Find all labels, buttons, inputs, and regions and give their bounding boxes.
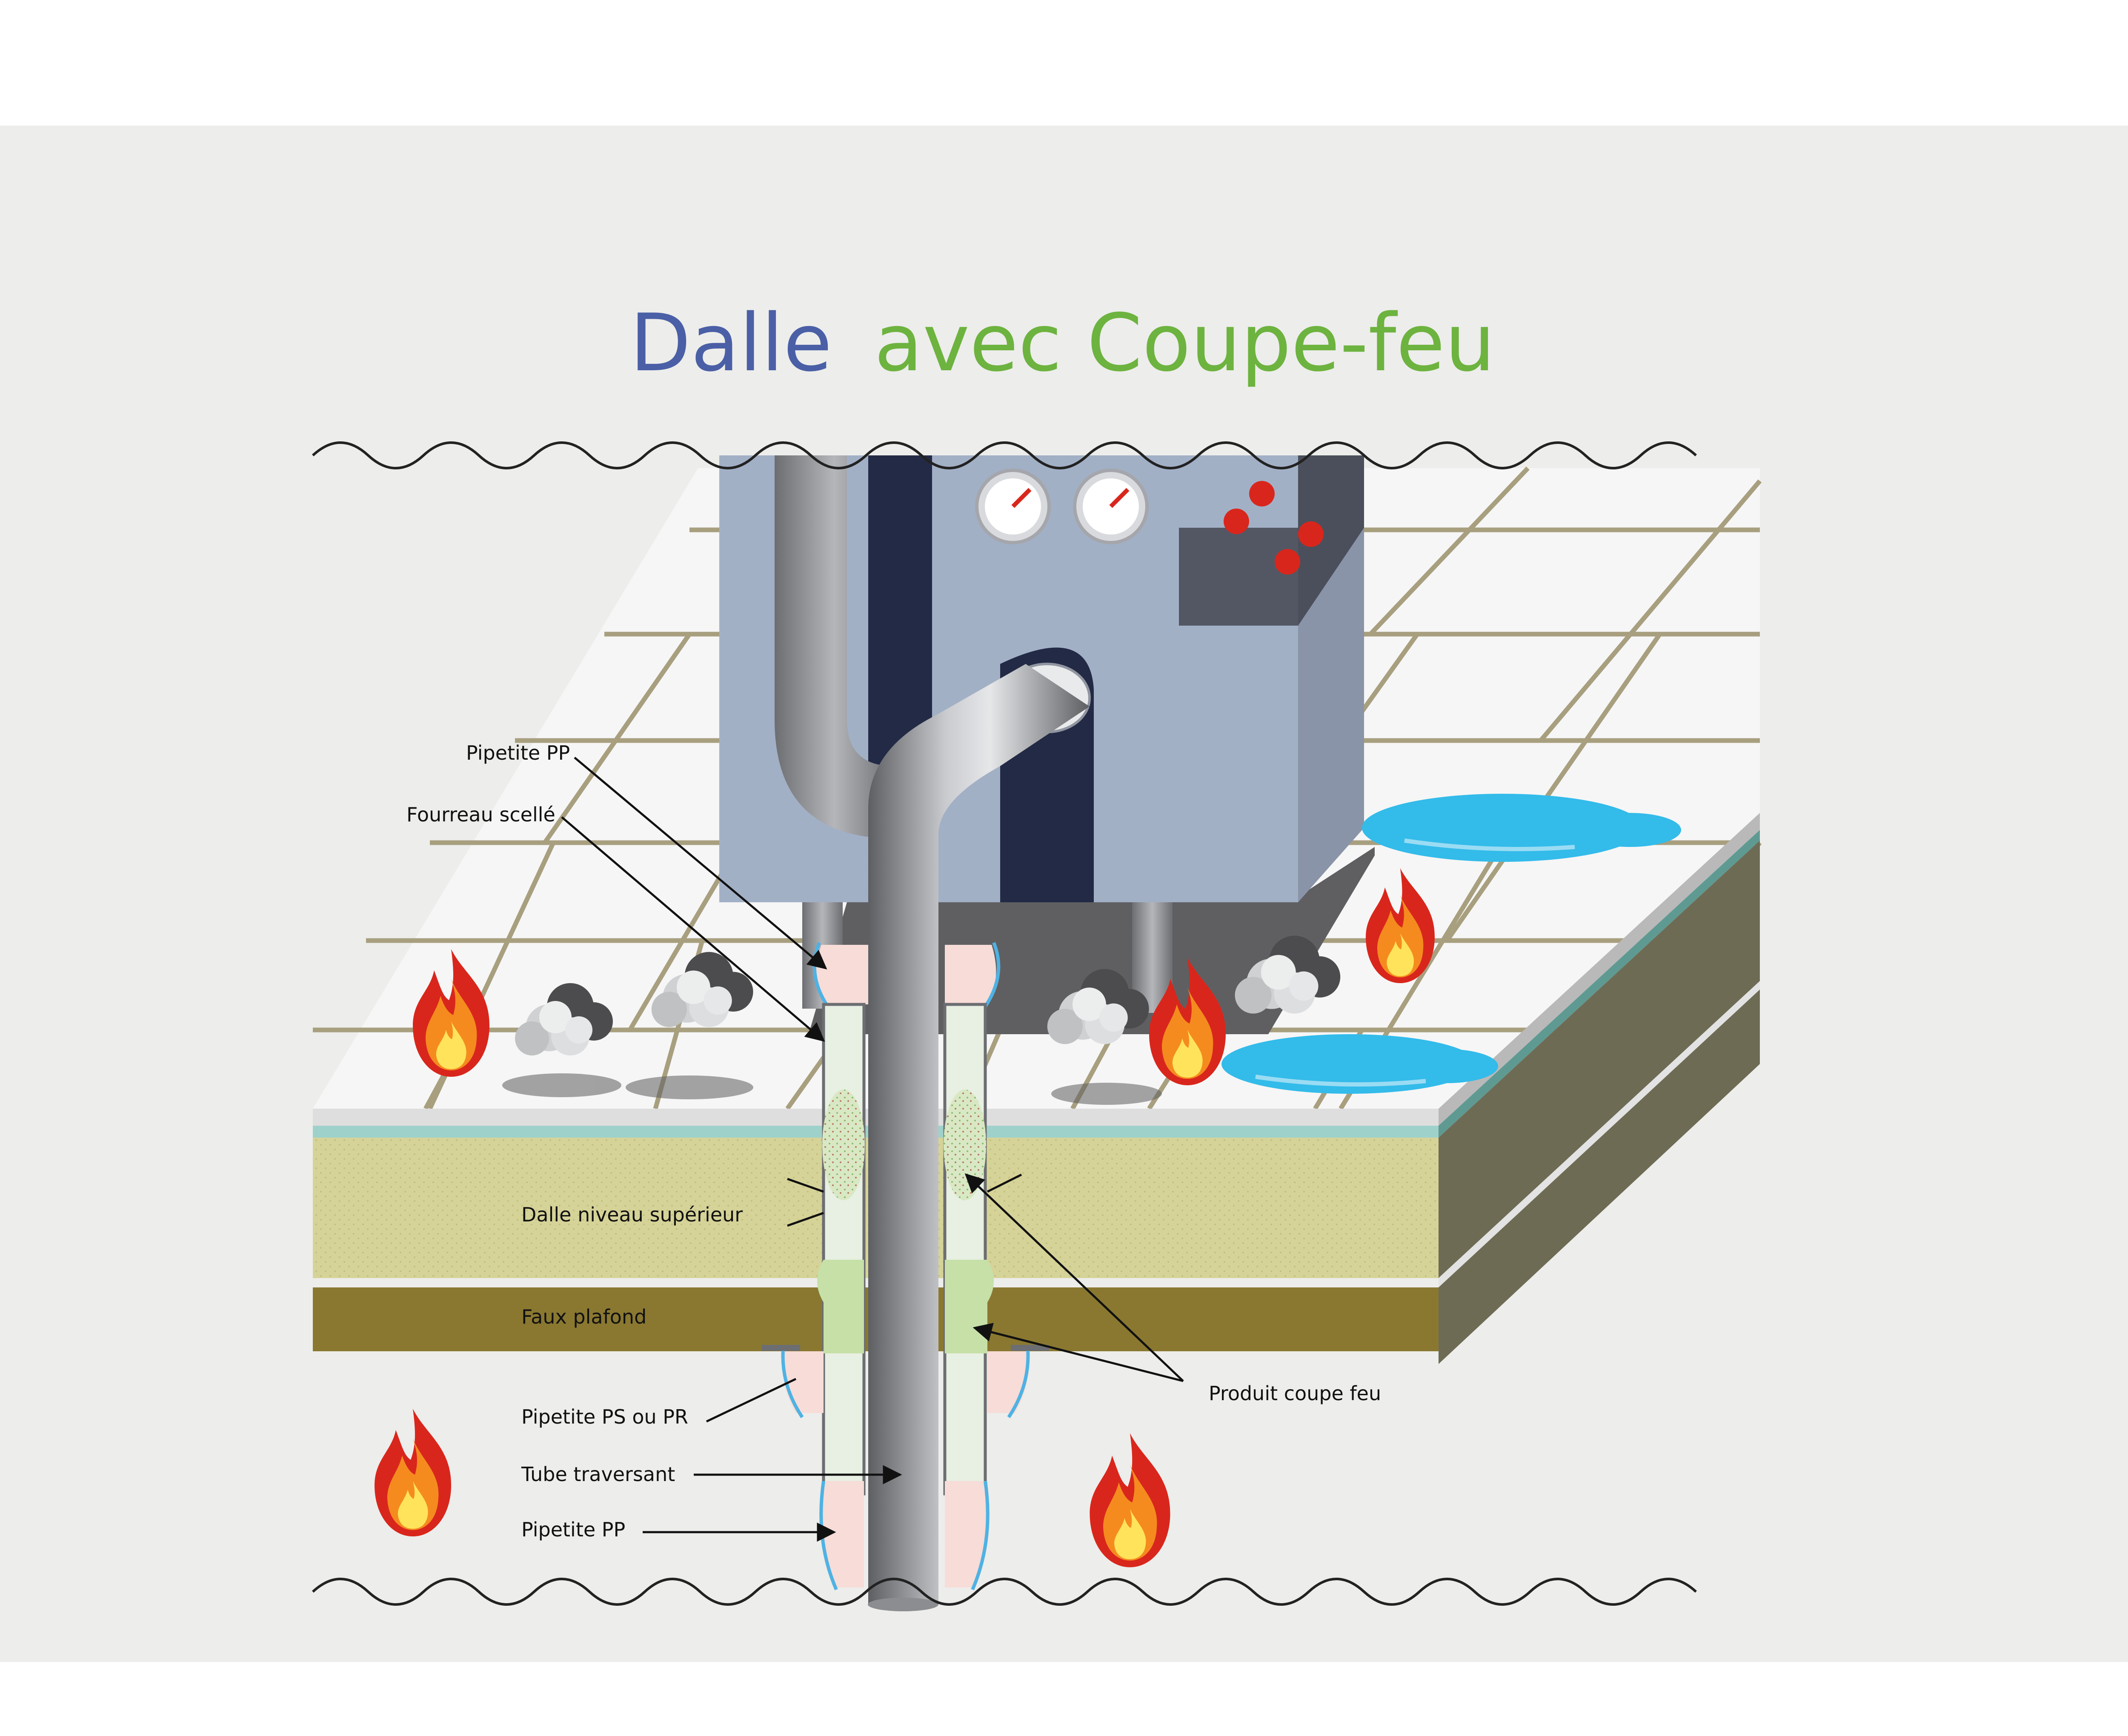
gauge-icon <box>975 469 1051 544</box>
title-part-dalle: Dalle <box>630 297 832 389</box>
arrow-icon <box>972 1323 1184 1382</box>
label-produit-coupe-feu: Produit coupe feu <box>1209 1382 1381 1405</box>
label-dalle-niveau: Dalle niveau supérieur <box>521 1203 743 1226</box>
label-pipetite-pp-top: Pipetite PP <box>466 741 570 764</box>
break-line-bottom <box>312 1578 1697 1606</box>
red-button-icon <box>1275 549 1300 575</box>
label-pipetite-pp-bottom: Pipetite PP <box>521 1518 625 1541</box>
callout-lines <box>561 757 1184 1542</box>
label-faux-plafond: Faux plafond <box>521 1305 646 1328</box>
label-pipetite-ps-pr: Pipetite PS ou PR <box>521 1405 688 1428</box>
break-line-top <box>312 441 1697 469</box>
smoke-shadows <box>502 1073 1162 1105</box>
label-tube-traversant: Tube traversant <box>521 1463 675 1486</box>
arrow-icon <box>964 1173 1184 1382</box>
arrow-icon <box>561 816 825 1042</box>
page-title: Dalle avec Coupe-feu <box>630 297 1495 389</box>
red-button-icon <box>1249 481 1275 506</box>
pipe-assembly <box>762 664 1090 1611</box>
arrow-icon <box>574 757 827 970</box>
red-button-icon <box>1224 509 1249 534</box>
water-puddle-icon <box>1221 1034 1498 1094</box>
title-part-coupe-feu: avec Coupe-feu <box>874 297 1495 389</box>
label-fourreau-scelle: Fourreau scellé <box>406 803 555 826</box>
gauge-icon <box>1073 469 1149 544</box>
water-puddle-icon <box>1362 794 1681 862</box>
red-button-icon <box>1298 521 1324 547</box>
